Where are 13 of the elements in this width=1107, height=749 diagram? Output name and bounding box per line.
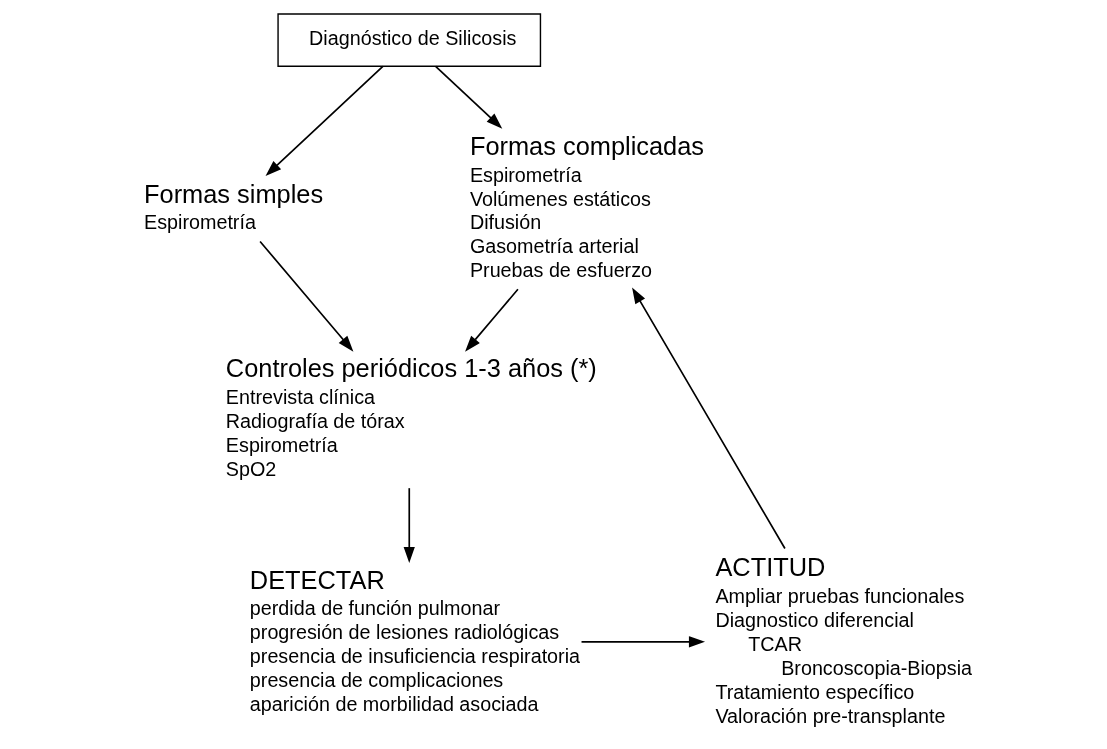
node-text: Formas simples Espirometría bbox=[144, 179, 324, 234]
node-text: ACTITUD Ampliar pruebas funcionales Diagnostico diferencial TCAR Broncoscopia-Biopsia Tratamiento específico Valoración pre-transplante bbox=[715, 553, 973, 727]
arrow bbox=[403, 487, 415, 563]
arrow bbox=[632, 287, 786, 550]
node-text: Formas complicadas Espirometría Volúmenes estáticos Difusión Gasometría arterial Pruebas de esfuerzo bbox=[469, 132, 705, 282]
node-text: DETECTAR perdida de función pulmonar progresión de lesiones radiológicas presencia de insuficiencia respiratoria presencia de complicaciones aparición de morbilidad asociada bbox=[249, 565, 581, 716]
arrow bbox=[434, 65, 503, 129]
arrow bbox=[265, 65, 384, 177]
arrow bbox=[259, 240, 354, 352]
node-box: Diagnóstico de Silicosis bbox=[277, 13, 542, 67]
node-text: Controles periódicos 1-3 años (*) Entrevista clínica Radiografía de tórax Espirometría SpO2 bbox=[225, 354, 597, 480]
arrow bbox=[580, 636, 705, 648]
arrow bbox=[465, 288, 519, 352]
